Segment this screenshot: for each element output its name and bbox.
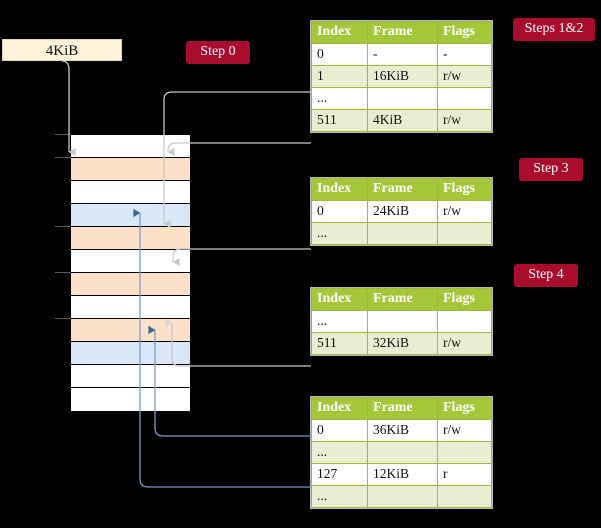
badge-step-3: Step 3: [519, 158, 583, 181]
cell-index: 127: [311, 463, 368, 486]
table-row: ...: [311, 485, 492, 508]
cell-index: 0: [311, 419, 368, 442]
cell-frame: 24KiB: [367, 200, 438, 223]
badge-step-0: Step 0: [186, 41, 250, 64]
column-header-index: Index: [311, 288, 368, 311]
cell-frame: [367, 441, 438, 464]
cell-frame: 36KiB: [367, 419, 438, 442]
memory-row: [71, 250, 190, 273]
cell-index: 511: [311, 332, 368, 355]
badge-step-4-label: Step 4: [528, 267, 564, 282]
cell-index: ...: [311, 310, 368, 333]
cell-frame: [367, 87, 438, 110]
source-box-label: 4KiB: [45, 43, 79, 59]
cell-flags: r/w: [437, 419, 492, 442]
table-row: ...: [311, 441, 492, 464]
memory-row: [71, 158, 190, 181]
column-header-flags: Flags: [437, 397, 492, 420]
column-header-frame: Frame: [367, 21, 438, 44]
cell-index: ...: [311, 441, 368, 464]
column-header-flags: Flags: [437, 288, 492, 311]
cell-flags: [437, 310, 492, 333]
cell-flags: -: [437, 43, 492, 66]
cell-flags: [437, 87, 492, 110]
cell-flags: r/w: [437, 65, 492, 88]
memory-row-tick: [55, 226, 71, 227]
cell-frame: -: [367, 43, 438, 66]
wire-table4-in: [165, 318, 311, 367]
cell-flags: r/w: [437, 332, 492, 355]
cell-index: 0: [311, 43, 368, 66]
memory-row: [71, 365, 190, 388]
memory-row: [71, 388, 190, 411]
cell-frame: 32KiB: [367, 332, 438, 355]
cell-frame: [367, 310, 438, 333]
memory-row: [71, 273, 190, 296]
column-header-index: Index: [311, 178, 368, 201]
memory-column: [70, 134, 191, 412]
memory-row: [71, 342, 190, 365]
column-header-index: Index: [311, 397, 368, 420]
source-box-4kib: 4KiB: [2, 39, 122, 61]
cell-index: ...: [311, 485, 368, 508]
cell-flags: [437, 441, 492, 464]
cell-index: 511: [311, 109, 368, 132]
cell-frame: 16KiB: [367, 65, 438, 88]
table-row: ...: [311, 222, 492, 245]
memory-row: [71, 296, 190, 319]
column-header-frame: Frame: [367, 397, 438, 420]
cell-index: 1: [311, 65, 368, 88]
cell-flags: r/w: [437, 200, 492, 223]
badge-steps-1-2-label: Steps 1&2: [524, 21, 584, 36]
memory-row: [71, 227, 190, 250]
wire-table3-in: [172, 248, 311, 267]
memory-row: [71, 181, 190, 204]
column-header-flags: Flags: [437, 178, 492, 201]
cell-frame: [367, 222, 438, 245]
badge-step-4: Step 4: [514, 264, 578, 287]
wire-src-to-mem: [61, 60, 76, 157]
column-header-frame: Frame: [367, 288, 438, 311]
cell-flags: [437, 485, 492, 508]
memory-row: [71, 135, 190, 158]
table-row: ...: [311, 87, 492, 110]
column-header-index: Index: [311, 21, 368, 44]
cell-frame: 12KiB: [367, 463, 438, 486]
table-row: ...: [311, 310, 492, 333]
cell-flags: r/w: [437, 109, 492, 132]
memory-row: [71, 204, 190, 227]
memory-row: [71, 319, 190, 342]
cell-index: ...: [311, 222, 368, 245]
table-row: 0--: [311, 43, 492, 66]
cell-flags: [437, 222, 492, 245]
cell-flags: r: [437, 463, 492, 486]
cell-frame: [367, 485, 438, 508]
memory-row-tick: [55, 318, 71, 319]
memory-row-tick: [55, 272, 71, 273]
cell-index: ...: [311, 87, 368, 110]
cell-frame: 4KiB: [367, 109, 438, 132]
badge-step-3-label: Step 3: [533, 161, 569, 176]
badge-step-0-label: Step 0: [200, 44, 236, 59]
column-header-flags: Flags: [437, 21, 492, 44]
cell-index: 0: [311, 200, 368, 223]
column-header-frame: Frame: [367, 178, 438, 201]
badge-steps-1-2: Steps 1&2: [513, 18, 595, 41]
memory-row-tick: [55, 157, 71, 158]
memory-row-tick: [55, 134, 71, 135]
